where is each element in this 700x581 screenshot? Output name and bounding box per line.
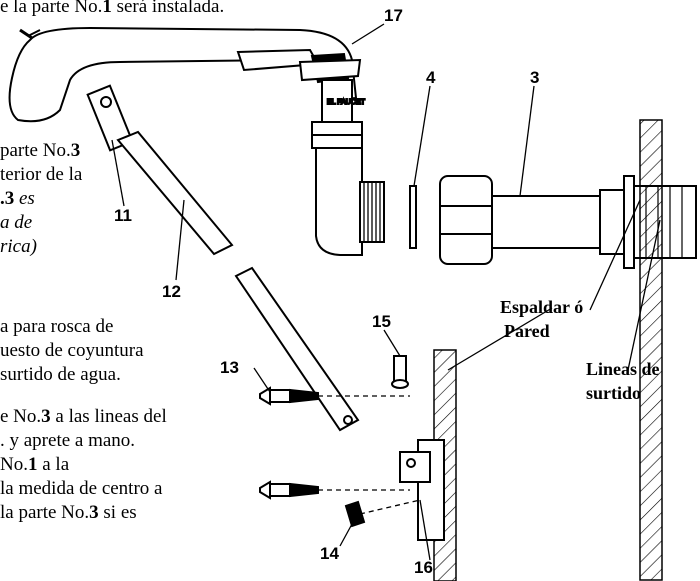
washer-part-4 bbox=[409, 185, 417, 249]
rod-part-12-upper bbox=[116, 130, 234, 256]
body-stamp: EL FAUCET bbox=[327, 99, 366, 106]
instruction-line-1: e la parte No.1 será instalada. bbox=[0, 0, 225, 17]
callout-13: 13 bbox=[220, 358, 239, 377]
note-line-3: .3 es bbox=[0, 188, 35, 209]
wall-right bbox=[639, 119, 663, 581]
step2-line-2: . y aprete a mano. bbox=[0, 430, 136, 451]
note-line-5: rica) bbox=[0, 236, 37, 257]
label-wall-1: Espaldar ó bbox=[500, 297, 584, 317]
screw-upper bbox=[259, 386, 319, 406]
leader-lines bbox=[111, 23, 661, 561]
step3-line-1: No.1 a la bbox=[0, 454, 70, 475]
faucet-lever bbox=[236, 48, 362, 84]
supply-shank-part-3 bbox=[439, 175, 697, 269]
screw-lower bbox=[259, 480, 319, 500]
step-line-3: surtido de agua. bbox=[0, 364, 121, 385]
callout-12: 12 bbox=[162, 282, 181, 301]
bracket-part-16 bbox=[399, 439, 445, 541]
step3-line-2: la medida de centro a bbox=[0, 478, 163, 499]
callout-3: 3 bbox=[530, 68, 540, 87]
step-line-2: uesto de coyuntura bbox=[0, 340, 144, 361]
label-supply-2: surtido bbox=[586, 383, 642, 403]
label-wall-2: Pared bbox=[504, 321, 550, 341]
note-line-4: a de bbox=[0, 212, 33, 233]
note-line-1: parte No.3 bbox=[0, 140, 81, 161]
note-line-2: terior de la bbox=[0, 164, 83, 185]
label-supply-1: Lineas de bbox=[586, 359, 660, 379]
callout-17: 17 bbox=[384, 6, 403, 25]
faucet-body: EL FAUCET bbox=[311, 79, 385, 256]
callout-11: 11 bbox=[114, 206, 132, 225]
step-line-1: a para rosca de bbox=[0, 316, 114, 337]
callout-4: 4 bbox=[426, 68, 436, 87]
set-screw-part-14 bbox=[344, 500, 366, 528]
step3-line-3: la parte No.3 si es bbox=[0, 502, 137, 523]
callout-14: 14 bbox=[320, 544, 339, 563]
step2-line-1: e No.3 a las lineas del bbox=[0, 406, 167, 427]
assembly-lines bbox=[318, 395, 421, 515]
callout-15: 15 bbox=[372, 312, 391, 331]
pin-part-15 bbox=[391, 355, 409, 389]
callout-16: 16 bbox=[414, 558, 433, 577]
rod-part-12-lower bbox=[234, 266, 360, 432]
rod-part-11 bbox=[86, 84, 134, 152]
